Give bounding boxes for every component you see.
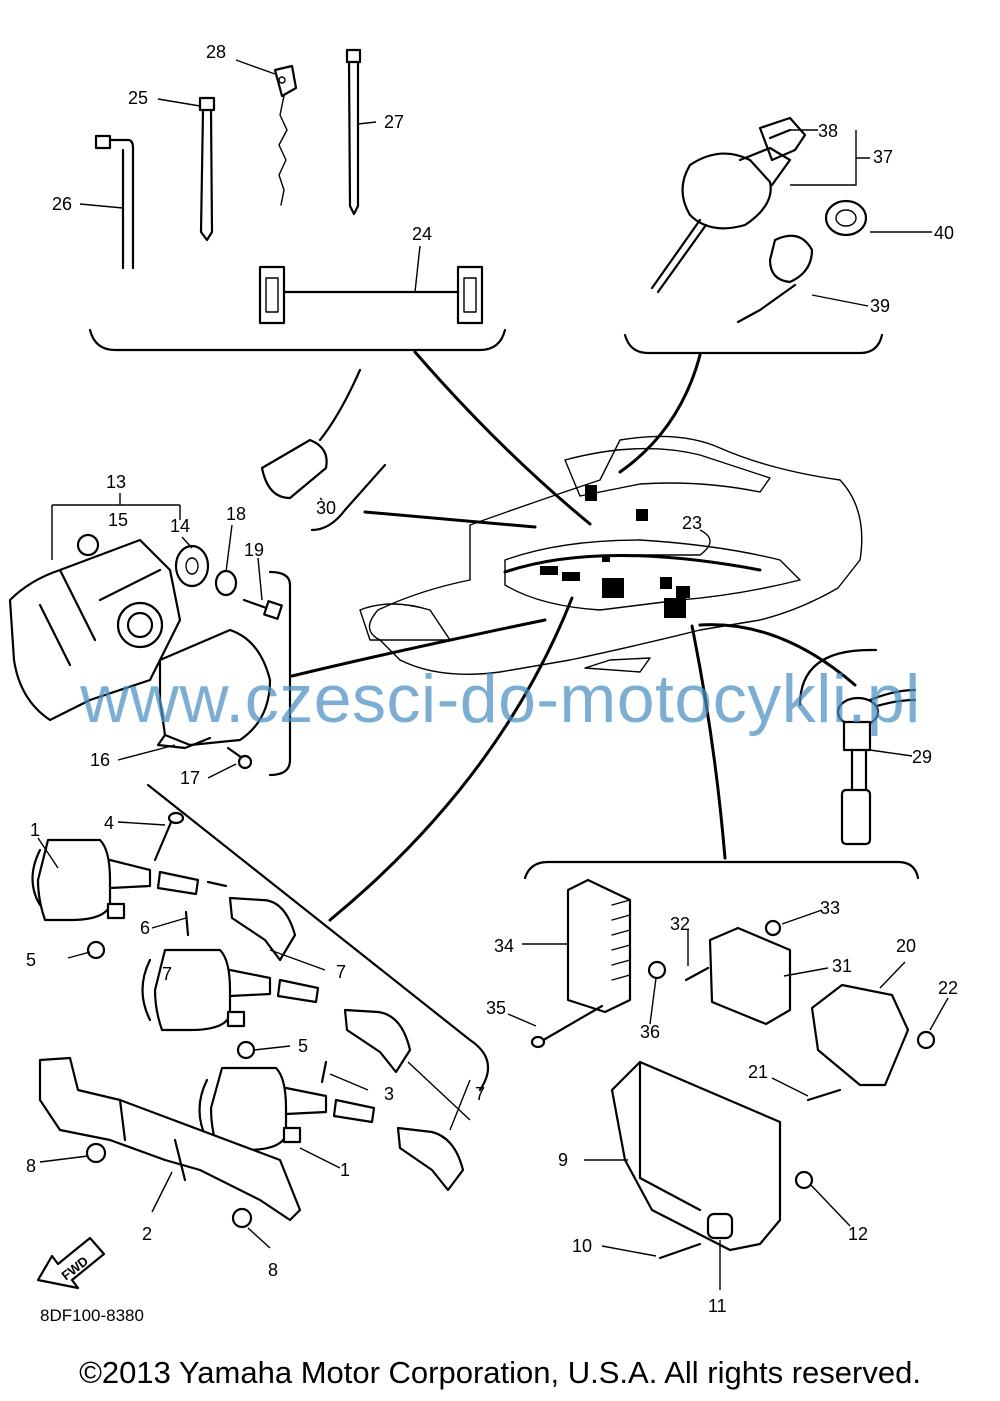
nut-36 bbox=[647, 960, 667, 980]
callout-12: 12 bbox=[848, 1224, 868, 1244]
cable-ties-group: 26 25 28 27 24 bbox=[52, 42, 507, 352]
nut-12 bbox=[794, 1170, 814, 1190]
sensor-29: 29 bbox=[798, 648, 932, 846]
collar-15 bbox=[76, 533, 100, 557]
callout-38: 38 bbox=[818, 121, 838, 141]
clamp-28 bbox=[273, 64, 298, 98]
copyright-notice: ©2013 Yamaha Motor Corporation, U.S.A. A… bbox=[79, 1355, 921, 1390]
callout-36: 36 bbox=[640, 1022, 660, 1042]
callout-15: 15 bbox=[108, 510, 128, 530]
callout-7-upper: 7 bbox=[336, 962, 346, 982]
callout-9: 9 bbox=[558, 1150, 568, 1170]
callout-21: 21 bbox=[748, 1062, 768, 1082]
callout-26: 26 bbox=[52, 194, 72, 214]
starter-group: 13 15 14 18 19 16 17 bbox=[8, 472, 292, 788]
cap-tube-upper-a bbox=[156, 870, 200, 896]
bolt-4 bbox=[153, 818, 174, 862]
bushing-14 bbox=[174, 544, 210, 588]
bolt-35 bbox=[538, 1004, 604, 1044]
callout-32: 32 bbox=[670, 914, 690, 934]
callout-1-lower: 1 bbox=[340, 1160, 350, 1180]
starter-body bbox=[8, 538, 182, 722]
callout-37: 37 bbox=[873, 147, 893, 167]
vehicle-frame: 23 bbox=[359, 435, 863, 675]
callout-19: 19 bbox=[244, 540, 264, 560]
callout-16: 16 bbox=[90, 750, 110, 770]
callout-31: 31 bbox=[832, 956, 852, 976]
callout-8-right: 8 bbox=[268, 1260, 278, 1280]
module-20 bbox=[810, 983, 910, 1087]
bolt-10 bbox=[658, 1242, 702, 1260]
diagram-code: 8DF100-8380 bbox=[40, 1306, 144, 1325]
bracket-2 bbox=[38, 1056, 302, 1222]
relay-16 bbox=[158, 628, 272, 747]
nut-22 bbox=[916, 1030, 936, 1050]
callout-11: 11 bbox=[708, 1296, 727, 1316]
callout-39: 39 bbox=[870, 296, 890, 316]
main-switch-37 bbox=[681, 152, 772, 230]
callout-22: 22 bbox=[938, 978, 958, 998]
grommet-11 bbox=[706, 1212, 734, 1240]
callout-27: 27 bbox=[384, 112, 404, 132]
capacitor-30: 30 bbox=[260, 368, 387, 532]
rectifier-34 bbox=[566, 878, 632, 1014]
callout-5-lower: 5 bbox=[298, 1036, 308, 1056]
main-switch-group: 38 37 40 39 bbox=[623, 116, 954, 355]
cable-tie-25 bbox=[198, 96, 216, 242]
collar-5-upper bbox=[86, 940, 106, 960]
plug-cap-7-lower bbox=[396, 1126, 465, 1192]
plug-cap-7-upper bbox=[228, 896, 297, 962]
callout-25: 25 bbox=[128, 88, 148, 108]
callout-8-left: 8 bbox=[26, 1156, 36, 1176]
bolt-32 bbox=[684, 966, 710, 982]
ring-40 bbox=[824, 199, 868, 237]
callout-40: 40 bbox=[934, 223, 954, 243]
callout-24: 24 bbox=[412, 224, 432, 244]
clip-6 bbox=[184, 910, 190, 937]
callout-3: 3 bbox=[384, 1084, 394, 1104]
callout-7-left: 7 bbox=[162, 964, 172, 984]
fwd-arrow: FWD bbox=[36, 1236, 106, 1290]
key-38 bbox=[758, 116, 807, 162]
switch-39 bbox=[768, 234, 814, 284]
callout-34: 34 bbox=[494, 936, 514, 956]
callout-33: 33 bbox=[820, 898, 840, 918]
regulator-31 bbox=[708, 926, 792, 1026]
callout-35: 35 bbox=[486, 998, 506, 1018]
ignition-coil-1-lower bbox=[209, 1066, 288, 1152]
connector-arrows bbox=[290, 350, 857, 922]
callout-29: 29 bbox=[912, 747, 932, 767]
ignition-coil-1-upper bbox=[36, 838, 112, 922]
electrical-units-group: 34 35 36 32 33 31 20 22 21 9 10 11 12 bbox=[486, 860, 958, 1316]
callout-30: 30 bbox=[316, 498, 336, 518]
screw-3 bbox=[320, 1060, 328, 1084]
callout-23: 23 bbox=[682, 513, 702, 533]
nut-33 bbox=[764, 919, 782, 937]
cdi-unit-9 bbox=[610, 1060, 782, 1252]
plug-cap-7-middle bbox=[343, 1008, 412, 1074]
ignition-coil-1-middle bbox=[153, 948, 232, 1032]
callout-13: 13 bbox=[106, 472, 126, 492]
bent-clamp-26 bbox=[98, 138, 135, 270]
callout-20: 20 bbox=[896, 936, 916, 956]
callout-18: 18 bbox=[226, 504, 246, 524]
callout-4: 4 bbox=[104, 813, 114, 833]
callout-5-upper: 5 bbox=[26, 950, 36, 970]
screw-21 bbox=[806, 1088, 842, 1102]
collar-5-lower bbox=[236, 1040, 256, 1060]
callout-2: 2 bbox=[142, 1224, 152, 1244]
nut-8-right bbox=[231, 1207, 253, 1229]
callout-6: 6 bbox=[140, 918, 150, 938]
callout-10: 10 bbox=[572, 1236, 592, 1256]
callout-1-upper: 1 bbox=[30, 820, 40, 840]
washer-18 bbox=[214, 569, 238, 597]
nut-8-left bbox=[85, 1142, 107, 1164]
callout-17: 17 bbox=[180, 768, 200, 788]
callout-7-right: 7 bbox=[475, 1084, 485, 1104]
callout-28: 28 bbox=[206, 42, 226, 62]
callout-14: 14 bbox=[170, 516, 190, 536]
ignition-coils-group: 1 4 5 6 7 5 3 7 7 8 2 8 1 bbox=[26, 783, 490, 1280]
